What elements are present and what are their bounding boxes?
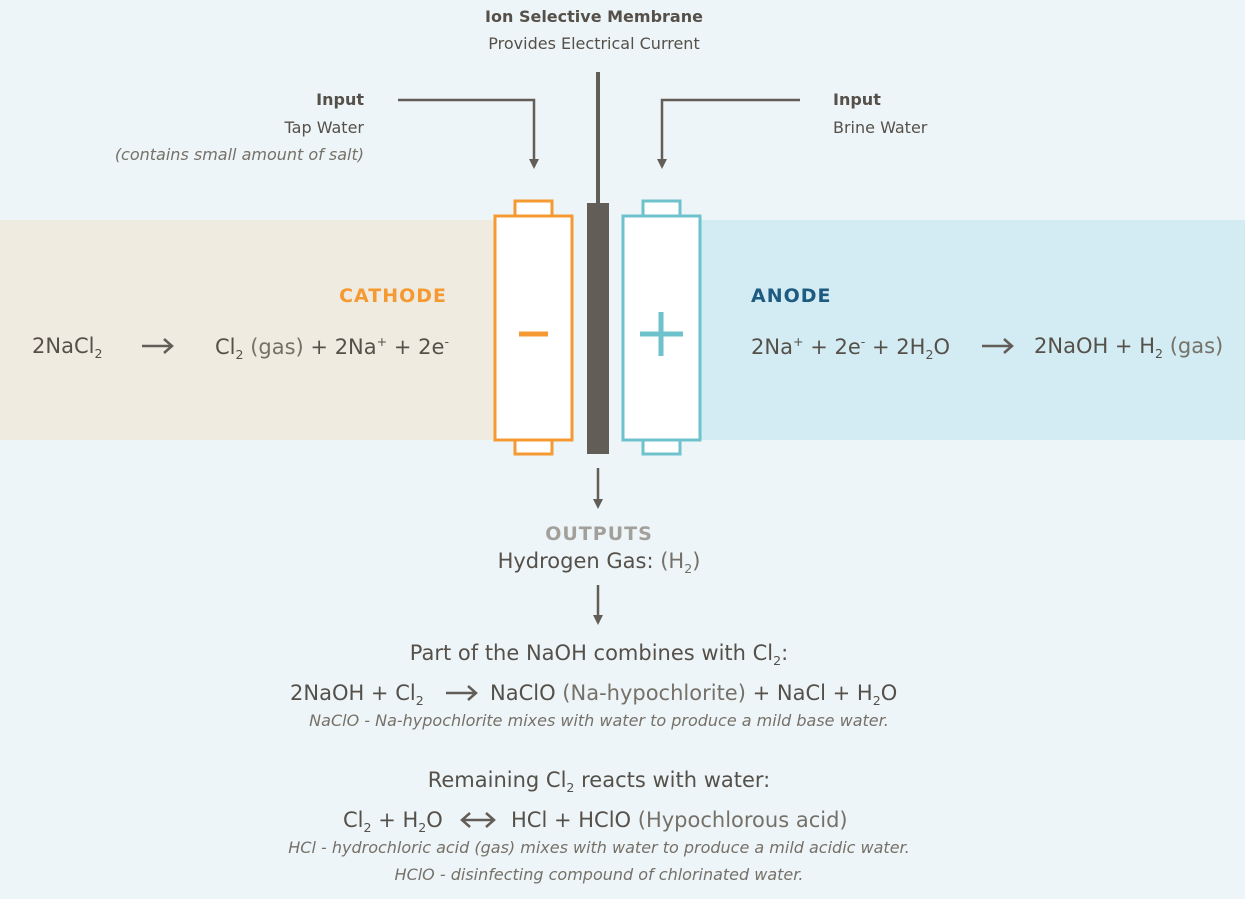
input-left-line1: Tap Water xyxy=(284,118,364,137)
membrane-title: Ion Selective Membrane xyxy=(485,7,703,26)
cathode-products: Cl2 (gas) + 2Na+ + 2e- xyxy=(215,334,449,363)
cathode-reaction-arrow xyxy=(142,338,174,354)
naoh-equation-right: NaClO (Na-hypochlorite) + NaCl + H2O xyxy=(490,681,898,709)
anode-reaction-arrow xyxy=(982,338,1014,354)
equilibrium-arrow xyxy=(460,812,496,828)
naoh-reaction-arrow xyxy=(446,685,478,701)
remaining-equation-left: Cl2 + H2O xyxy=(343,808,443,836)
anode-reactants: 2Na+ + 2e- + 2H2O xyxy=(751,334,950,363)
cathode-cap-bottom xyxy=(513,438,554,456)
naoh-title: Part of the NaOH combines with Cl2: xyxy=(409,641,789,669)
anode-cap-top xyxy=(641,199,682,218)
remaining-title: Remaining Cl2 reacts with water: xyxy=(427,768,771,796)
input-left-arrow xyxy=(398,98,539,169)
anode-region-background xyxy=(700,220,1245,440)
cathode-region-background xyxy=(0,220,495,440)
membrane-subtitle: Provides Electrical Current xyxy=(488,34,700,53)
cathode-label: CATHODE xyxy=(339,285,447,307)
remaining-note-hcl: HCl - hydrochloric acid (gas) mixes with… xyxy=(288,838,910,857)
input-right-arrow xyxy=(657,98,800,169)
anode-products: 2NaOH + H2 (gas) xyxy=(1034,334,1224,362)
cathode-cap-top xyxy=(513,199,554,218)
naoh-equation-left: 2NaOH + Cl2 xyxy=(290,681,424,709)
remaining-equation-right: HCl + HClO (Hypochlorous acid) xyxy=(511,808,848,832)
input-right-line1: Brine Water xyxy=(833,118,928,137)
input-left-line2: (contains small amount of salt) xyxy=(114,145,364,164)
input-right-title: Input xyxy=(833,90,881,109)
outputs-hydrogen: Hydrogen Gas: (H2) xyxy=(497,549,701,577)
cathode-body xyxy=(493,214,574,442)
remaining-note-hclo: HClO - disinfecting compound of chlorina… xyxy=(394,865,804,884)
outputs-label: OUTPUTS xyxy=(545,523,653,545)
anode-label: ANODE xyxy=(751,285,832,307)
membrane-bar xyxy=(587,203,609,454)
naoh-note: NaClO - Na-hypochlorite mixes with water… xyxy=(309,711,889,730)
plus-icon xyxy=(640,312,683,356)
input-left-title: Input xyxy=(316,90,364,109)
cathode-reactant: 2NaCl2 xyxy=(32,334,103,362)
anode-cap-bottom xyxy=(641,438,682,456)
